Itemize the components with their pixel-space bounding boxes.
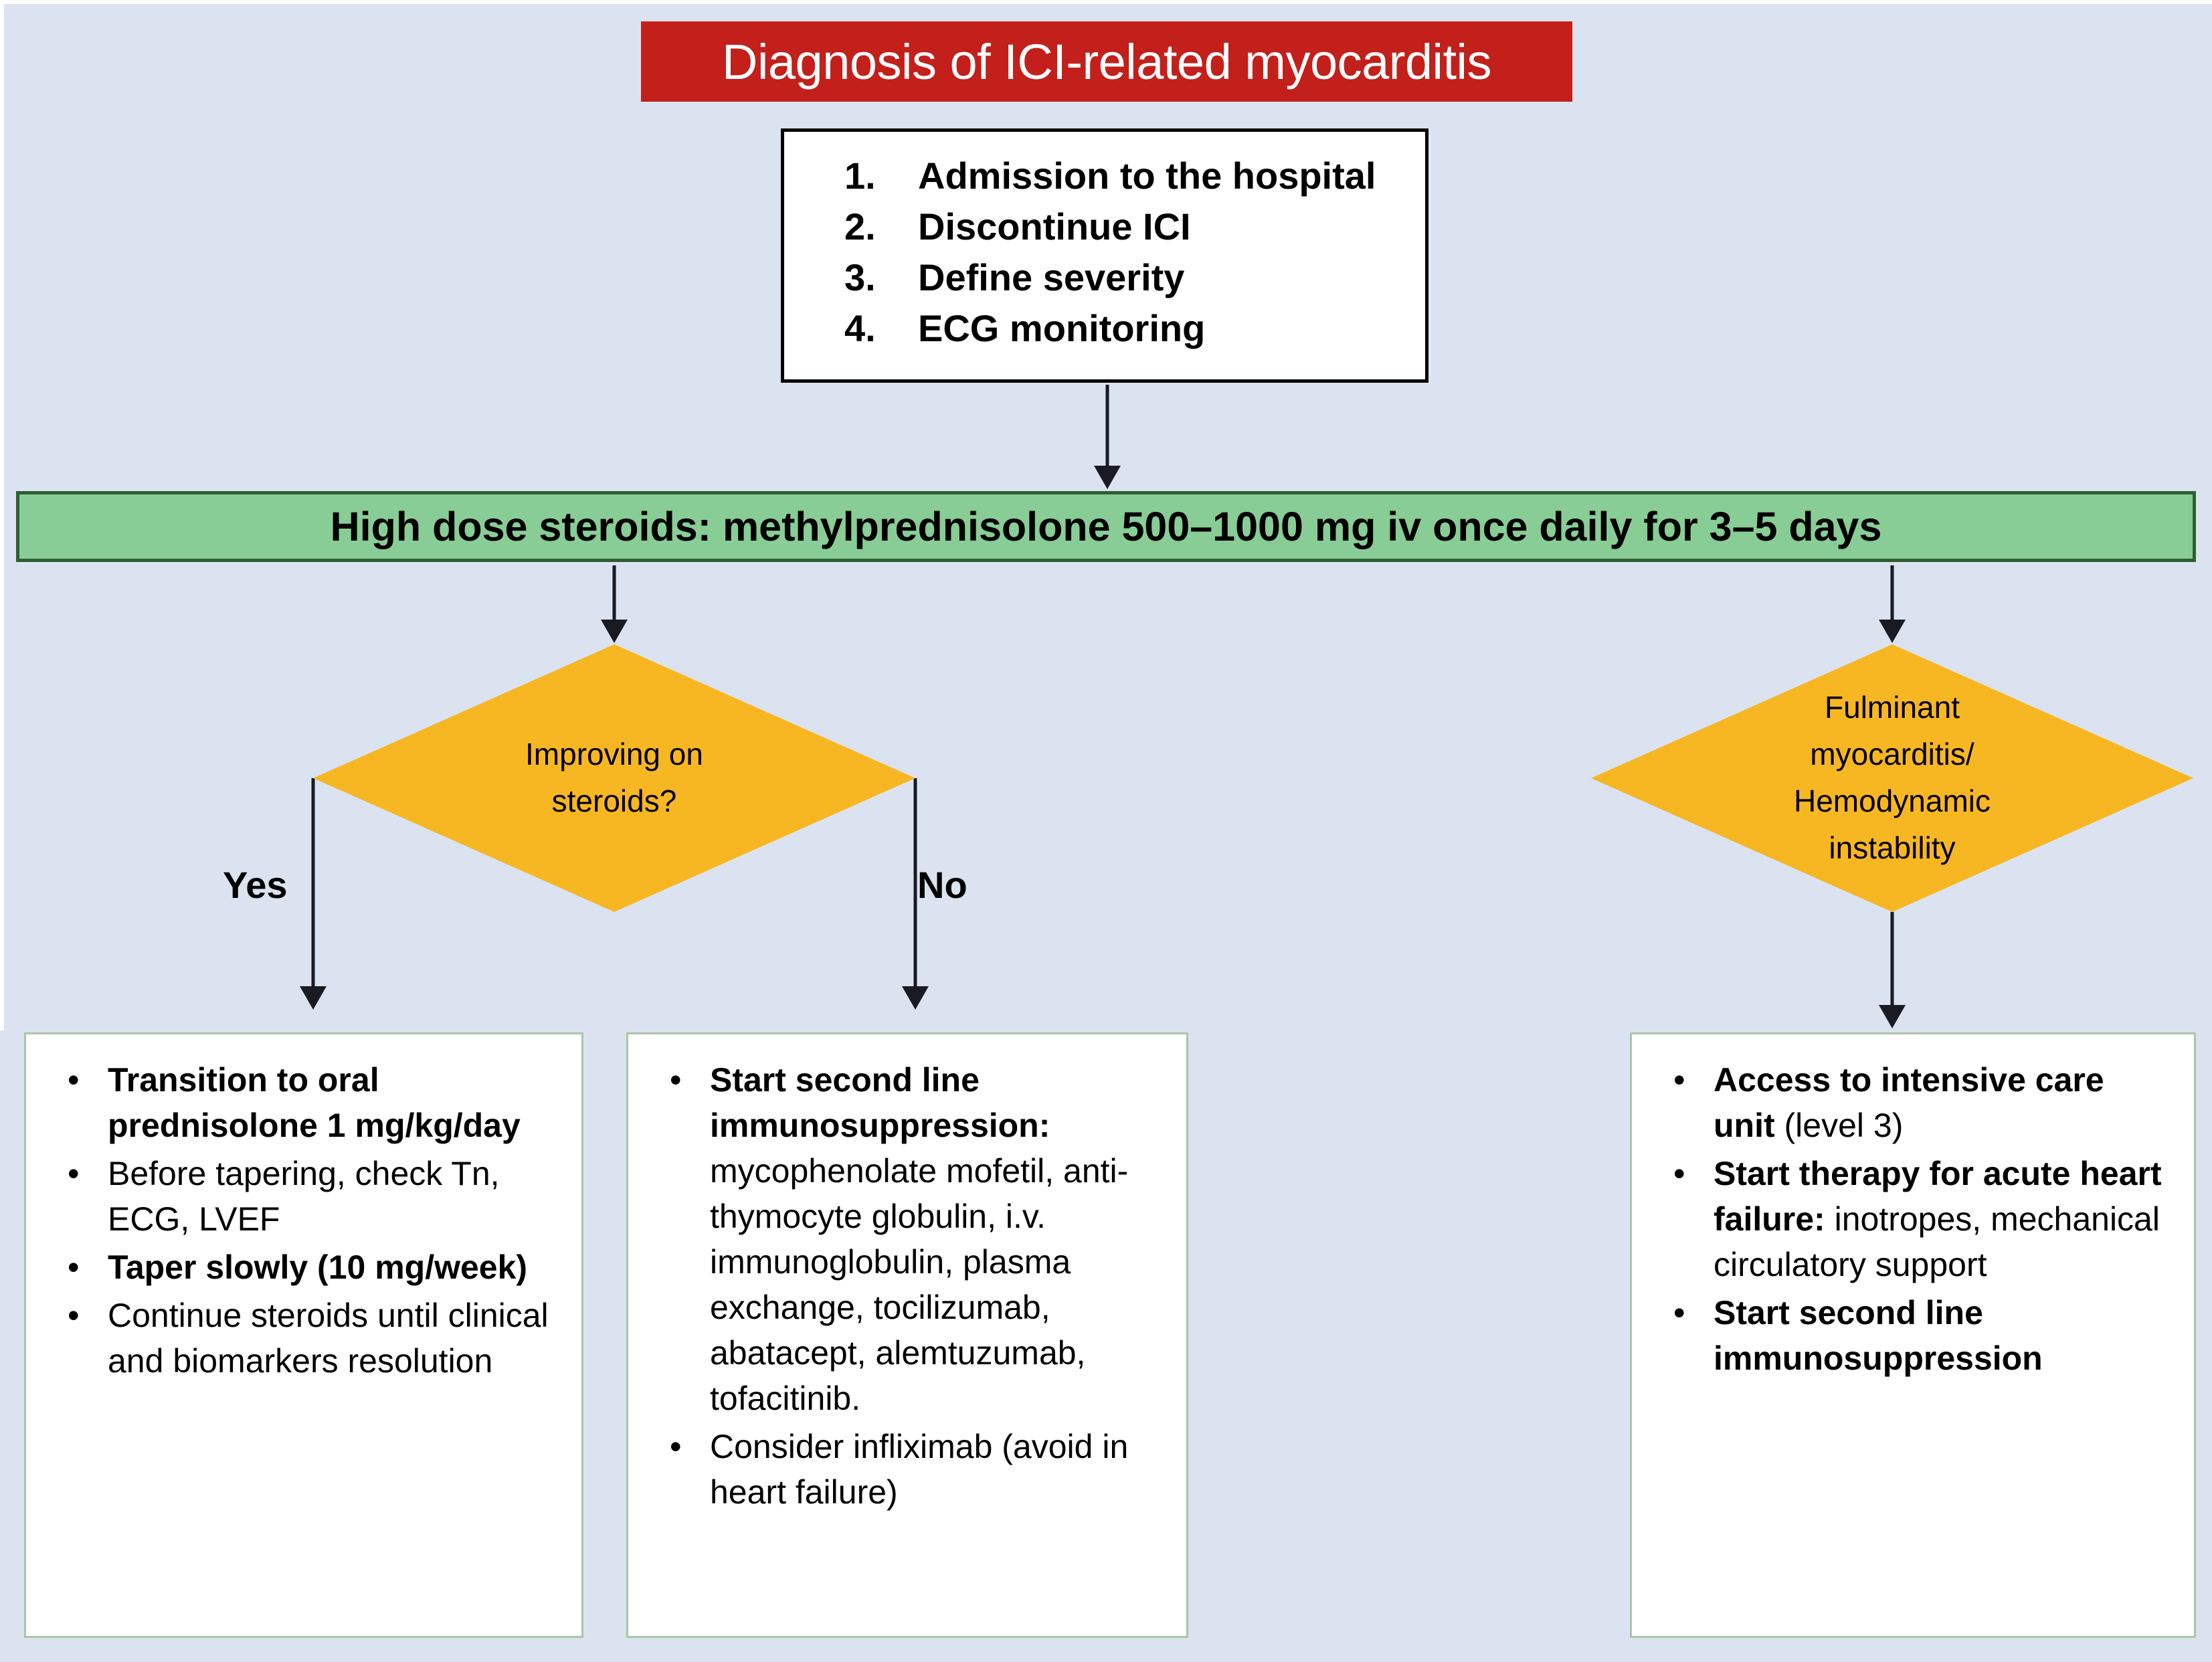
- decision-label: Improving on steroids?: [525, 737, 703, 818]
- list-item: • Taper slowly (10 mg/week): [43, 1244, 561, 1290]
- background-edge-top: [0, 0, 2212, 4]
- decision-fulminant-myocarditis: Fulminant myocarditis/ Hemodynamic insta…: [1591, 644, 2193, 912]
- list-item-text: Start therapy for acute heart failure: i…: [1714, 1151, 2174, 1287]
- outcome-box-not-improving: • Start second line immunosuppression: m…: [626, 1032, 1188, 1638]
- step-item: 1. Admission to the hospital: [784, 151, 1425, 201]
- list-item-rest: Consider infliximab (avoid in heart fail…: [710, 1428, 1129, 1511]
- outcome-box-improving: • Transition to oral prednisolone 1 mg/k…: [24, 1032, 583, 1638]
- step-number: 4.: [844, 307, 876, 350]
- bullet-icon: •: [68, 1249, 80, 1286]
- list-item: • Transition to oral prednisolone 1 mg/k…: [43, 1057, 561, 1148]
- steroid-therapy-banner: High dose steroids: methylprednisolone 5…: [16, 491, 2196, 562]
- list-item-rest: Continue steroids until clinical and bio…: [108, 1297, 549, 1380]
- steroid-therapy-text: High dose steroids: methylprednisolone 5…: [330, 504, 1882, 549]
- branch-label-no: No: [917, 864, 967, 906]
- list-item: • Start second line immunosuppression: m…: [646, 1057, 1166, 1421]
- list-item-bold: Taper slowly (10 mg/week): [108, 1249, 528, 1286]
- step-label: ECG monitoring: [918, 307, 1206, 350]
- decision-improving-on-steroids: Improving on steroids?: [313, 644, 915, 912]
- list-item: • Start second line immunosuppression: [1649, 1290, 2174, 1381]
- list-item: • Before tapering, check Tn, ECG, LVEF: [43, 1151, 561, 1242]
- initial-steps-box: 1. Admission to the hospital 2. Disconti…: [781, 128, 1428, 383]
- list-item-text: Start second line immunosuppression: myc…: [710, 1057, 1166, 1421]
- step-item: 3. Define severity: [784, 252, 1425, 303]
- list-item-bold: Start second line immunosuppression:: [710, 1061, 1050, 1144]
- step-item: 2. Discontinue ICI: [784, 201, 1425, 252]
- list-item: • Continue steroids until clinical and b…: [43, 1293, 561, 1384]
- step-label: Discontinue ICI: [918, 205, 1191, 248]
- list-item-text: Continue steroids until clinical and bio…: [108, 1293, 561, 1384]
- bullet-icon: •: [68, 1155, 80, 1192]
- list-item-text: Consider infliximab (avoid in heart fail…: [710, 1424, 1166, 1515]
- list-item-text: Taper slowly (10 mg/week): [108, 1244, 561, 1290]
- list-item-text: Start second line immunosuppression: [1714, 1290, 2174, 1381]
- step-label: Admission to the hospital: [918, 155, 1376, 197]
- diagnosis-title-banner: Diagnosis of ICI-related myocarditis: [641, 21, 1572, 102]
- step-label: Define severity: [918, 256, 1185, 299]
- list-item: • Start therapy for acute heart failure:…: [1649, 1151, 2174, 1287]
- bullet-icon: •: [68, 1297, 80, 1334]
- step-item: 4. ECG monitoring: [784, 303, 1425, 354]
- list-item-rest: inotropes, mechanical circulatory suppor…: [1714, 1200, 2160, 1283]
- list-item-text: Transition to oral prednisolone 1 mg/kg/…: [108, 1057, 561, 1148]
- list-item-bold: Access to intensive care unit: [1714, 1061, 2104, 1144]
- bullet-icon: •: [1673, 1155, 1685, 1192]
- bullet-icon: •: [1673, 1061, 1685, 1099]
- outcome-box-fulminant: • Access to intensive care unit (level 3…: [1630, 1032, 2196, 1638]
- bullet-icon: •: [1673, 1294, 1685, 1331]
- bullet-icon: •: [68, 1061, 80, 1099]
- list-item-bold: Transition to oral prednisolone 1 mg/kg/…: [108, 1061, 521, 1144]
- list-item: • Access to intensive care unit (level 3…: [1649, 1057, 2174, 1148]
- list-item-text: Before tapering, check Tn, ECG, LVEF: [108, 1151, 561, 1242]
- bullet-icon: •: [670, 1428, 682, 1465]
- background-edge-left: [0, 0, 4, 1030]
- page-title: Diagnosis of ICI-related myocarditis: [722, 33, 1492, 90]
- list-item-rest: Before tapering, check Tn, ECG, LVEF: [108, 1155, 500, 1238]
- list-item-bold: Start therapy for acute heart failure:: [1714, 1155, 2162, 1238]
- list-item: • Consider infliximab (avoid in heart fa…: [646, 1424, 1166, 1515]
- step-number: 2.: [844, 205, 876, 248]
- list-item-text: Access to intensive care unit (level 3): [1714, 1057, 2174, 1148]
- step-number: 3.: [844, 256, 876, 299]
- list-item-rest: (level 3): [1774, 1107, 1904, 1144]
- list-item-rest: mycophenolate mofetil, anti-thymocyte gl…: [710, 1152, 1129, 1417]
- branch-label-yes: Yes: [223, 864, 288, 906]
- bullet-icon: •: [670, 1061, 682, 1099]
- decision-label: Fulminant myocarditis/ Hemodynamic insta…: [1794, 690, 1991, 865]
- list-item-bold: Start second line immunosuppression: [1714, 1294, 2043, 1377]
- step-number: 1.: [844, 155, 876, 197]
